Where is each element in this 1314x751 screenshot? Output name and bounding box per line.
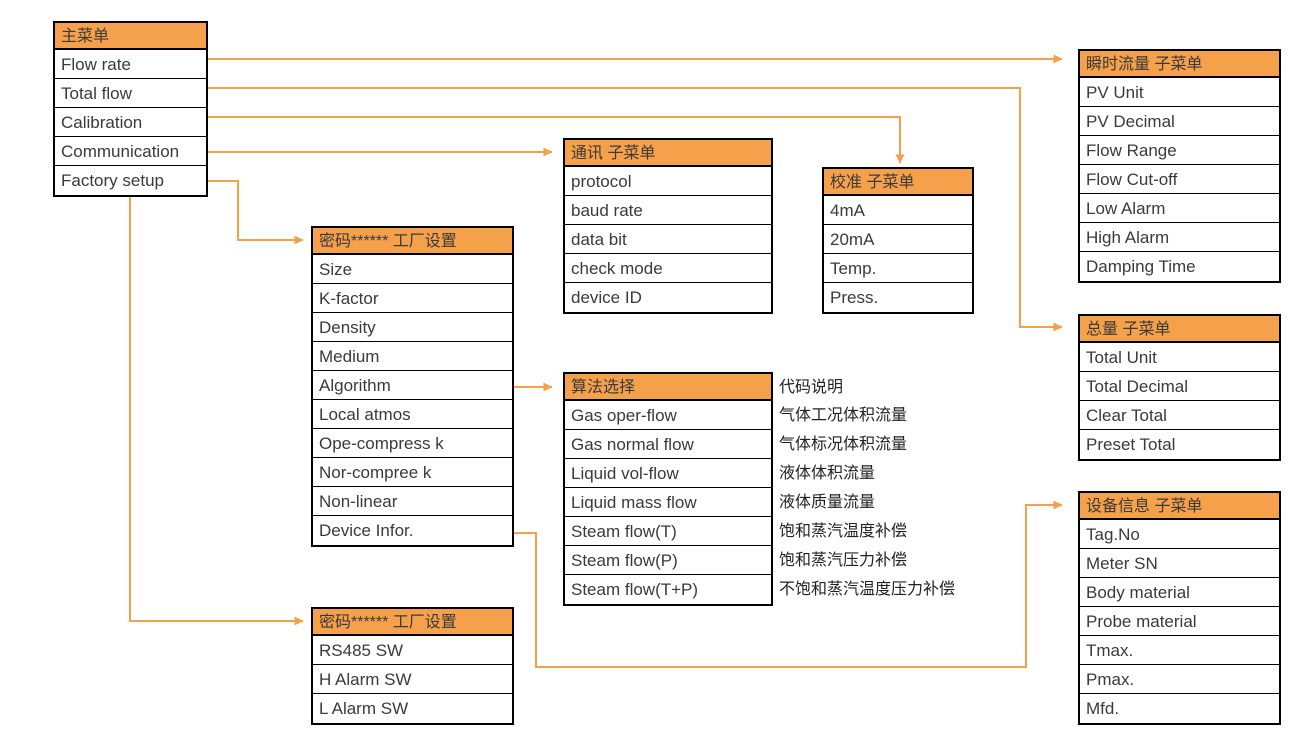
factory-setup-item-size[interactable]: Size [313, 255, 512, 284]
communication-item-check-mode[interactable]: check mode [565, 254, 771, 283]
algorithm-note-steam-flow-tp: 不饱和蒸汽温度压力补偿 [779, 581, 956, 598]
main-menu-box: 主菜单 Flow rate Total flow Calibration Com… [53, 21, 208, 197]
algorithm-item-steam-flow-tp[interactable]: Steam flow(T+P) [571, 580, 699, 599]
flow-rate-item-pv-unit[interactable]: PV Unit [1080, 78, 1279, 107]
factory-setup-switches-header: 密码****** 工厂设置 [313, 609, 512, 636]
flow-rate-submenu-header: 瞬时流量 子菜单 [1080, 51, 1279, 78]
flow-rate-item-low-alarm[interactable]: Low Alarm [1080, 194, 1279, 223]
algorithm-note-gas-oper-flow: 气体工况体积流量 [779, 407, 908, 424]
algorithm-note-liquid-mass-flow: 液体质量流量 [779, 494, 876, 511]
communication-item-device-id[interactable]: device ID [571, 288, 642, 307]
device-info-item-tag-no[interactable]: Tag.No [1080, 520, 1279, 549]
communication-item-protocol[interactable]: protocol [565, 167, 771, 196]
factory-setup-switch-h-alarm-sw[interactable]: H Alarm SW [313, 665, 512, 694]
calibration-submenu-header: 校准 子菜单 [824, 169, 972, 196]
calibration-item-20ma[interactable]: 20mA [824, 225, 972, 254]
algorithm-note-liquid-vol-flow: 液体体积流量 [779, 465, 876, 482]
algorithm-note-gas-normal-flow: 气体标况体积流量 [779, 436, 908, 453]
wire-calibration [192, 116, 905, 164]
main-menu-item-flow-rate[interactable]: Flow rate [55, 50, 206, 79]
flow-rate-item-pv-decimal[interactable]: PV Decimal [1080, 107, 1279, 136]
total-flow-item-total-unit[interactable]: Total Unit [1080, 343, 1279, 372]
flow-rate-item-high-alarm[interactable]: High Alarm [1080, 223, 1279, 252]
communication-submenu-box: 通讯 子菜单 protocol baud rate data bit check… [563, 138, 773, 314]
factory-setup-item-local-atmos[interactable]: Local atmos [313, 400, 512, 429]
total-flow-submenu-header: 总量 子菜单 [1080, 316, 1279, 343]
algorithm-item-gas-oper-flow[interactable]: Gas oper-flow [565, 401, 771, 430]
total-flow-item-total-decimal[interactable]: Total Decimal [1080, 372, 1279, 401]
main-menu-item-calibration[interactable]: Calibration [55, 108, 206, 137]
factory-setup-item-algorithm[interactable]: Algorithm [313, 371, 512, 400]
flow-rate-submenu-box: 瞬时流量 子菜单 PV Unit PV Decimal Flow Range F… [1078, 49, 1281, 283]
device-info-submenu-header: 设备信息 子菜单 [1080, 493, 1279, 520]
wire-factory-setup-switches [129, 196, 304, 626]
device-info-item-probe-material[interactable]: Probe material [1080, 607, 1279, 636]
algorithm-select-header: 算法选择 [565, 374, 771, 401]
flow-rate-item-flow-cut-off[interactable]: Flow Cut-off [1080, 165, 1279, 194]
device-info-item-mfd[interactable]: Mfd. [1086, 699, 1120, 718]
algorithm-item-steam-flow-t[interactable]: Steam flow(T) [565, 517, 771, 546]
device-info-item-body-material[interactable]: Body material [1080, 578, 1279, 607]
factory-setup-main-header: 密码****** 工厂设置 [313, 228, 512, 255]
algorithm-notes-title: 代码说明 [779, 379, 844, 396]
wire-factory-setup-main [192, 180, 304, 245]
communication-item-baud-rate[interactable]: baud rate [565, 196, 771, 225]
factory-setup-item-medium[interactable]: Medium [313, 342, 512, 371]
device-info-item-tmax[interactable]: Tmax. [1080, 636, 1279, 665]
factory-setup-item-ope-compress-k[interactable]: Ope-compress k [313, 429, 512, 458]
factory-setup-item-nor-compree-k[interactable]: Nor-compree k [313, 458, 512, 487]
calibration-item-4ma[interactable]: 4mA [824, 196, 972, 225]
algorithm-note-steam-flow-p: 饱和蒸汽压力补偿 [779, 552, 908, 569]
factory-setup-item-k-factor[interactable]: K-factor [313, 284, 512, 313]
algorithm-select-box: 算法选择 Gas oper-flow Gas normal flow Liqui… [563, 372, 773, 606]
main-menu-header: 主菜单 [55, 23, 206, 50]
algorithm-notes-column: 代码说明 气体工况体积流量 气体标况体积流量 液体体积流量 液体质量流量 饱和蒸… [779, 374, 1049, 604]
main-menu-item-total-flow[interactable]: Total flow [55, 79, 206, 108]
factory-setup-item-non-linear[interactable]: Non-linear [313, 487, 512, 516]
flow-rate-item-damping-time[interactable]: Damping Time [1086, 257, 1196, 276]
factory-setup-main-box: 密码****** 工厂设置 Size K-factor Density Medi… [311, 226, 514, 547]
communication-submenu-header: 通讯 子菜单 [565, 140, 771, 167]
factory-setup-item-density[interactable]: Density [313, 313, 512, 342]
flow-rate-item-flow-range[interactable]: Flow Range [1080, 136, 1279, 165]
main-menu-item-communication[interactable]: Communication [55, 137, 206, 166]
total-flow-item-preset-total[interactable]: Preset Total [1086, 435, 1176, 454]
algorithm-note-steam-flow-t: 饱和蒸汽温度补偿 [779, 523, 908, 540]
factory-setup-switches-box: 密码****** 工厂设置 RS485 SW H Alarm SW L Alar… [311, 607, 514, 725]
calibration-submenu-box: 校准 子菜单 4mA 20mA Temp. Press. [822, 167, 974, 314]
algorithm-item-steam-flow-p[interactable]: Steam flow(P) [565, 546, 771, 575]
device-info-submenu-box: 设备信息 子菜单 Tag.No Meter SN Body material P… [1078, 491, 1281, 725]
device-info-item-meter-sn[interactable]: Meter SN [1080, 549, 1279, 578]
algorithm-item-gas-normal-flow[interactable]: Gas normal flow [565, 430, 771, 459]
factory-setup-switch-l-alarm-sw[interactable]: L Alarm SW [319, 699, 409, 718]
calibration-item-press[interactable]: Press. [830, 288, 879, 307]
factory-setup-item-device-infor[interactable]: Device Infor. [319, 521, 414, 540]
device-info-item-pmax[interactable]: Pmax. [1080, 665, 1279, 694]
factory-setup-switch-rs485-sw[interactable]: RS485 SW [313, 636, 512, 665]
total-flow-submenu-box: 总量 子菜单 Total Unit Total Decimal Clear To… [1078, 314, 1281, 461]
total-flow-item-clear-total[interactable]: Clear Total [1080, 401, 1279, 430]
communication-item-data-bit[interactable]: data bit [565, 225, 771, 254]
main-menu-item-factory-setup[interactable]: Factory setup [61, 171, 164, 190]
algorithm-item-liquid-mass-flow[interactable]: Liquid mass flow [565, 488, 771, 517]
algorithm-item-liquid-vol-flow[interactable]: Liquid vol-flow [565, 459, 771, 488]
calibration-item-temp[interactable]: Temp. [824, 254, 972, 283]
